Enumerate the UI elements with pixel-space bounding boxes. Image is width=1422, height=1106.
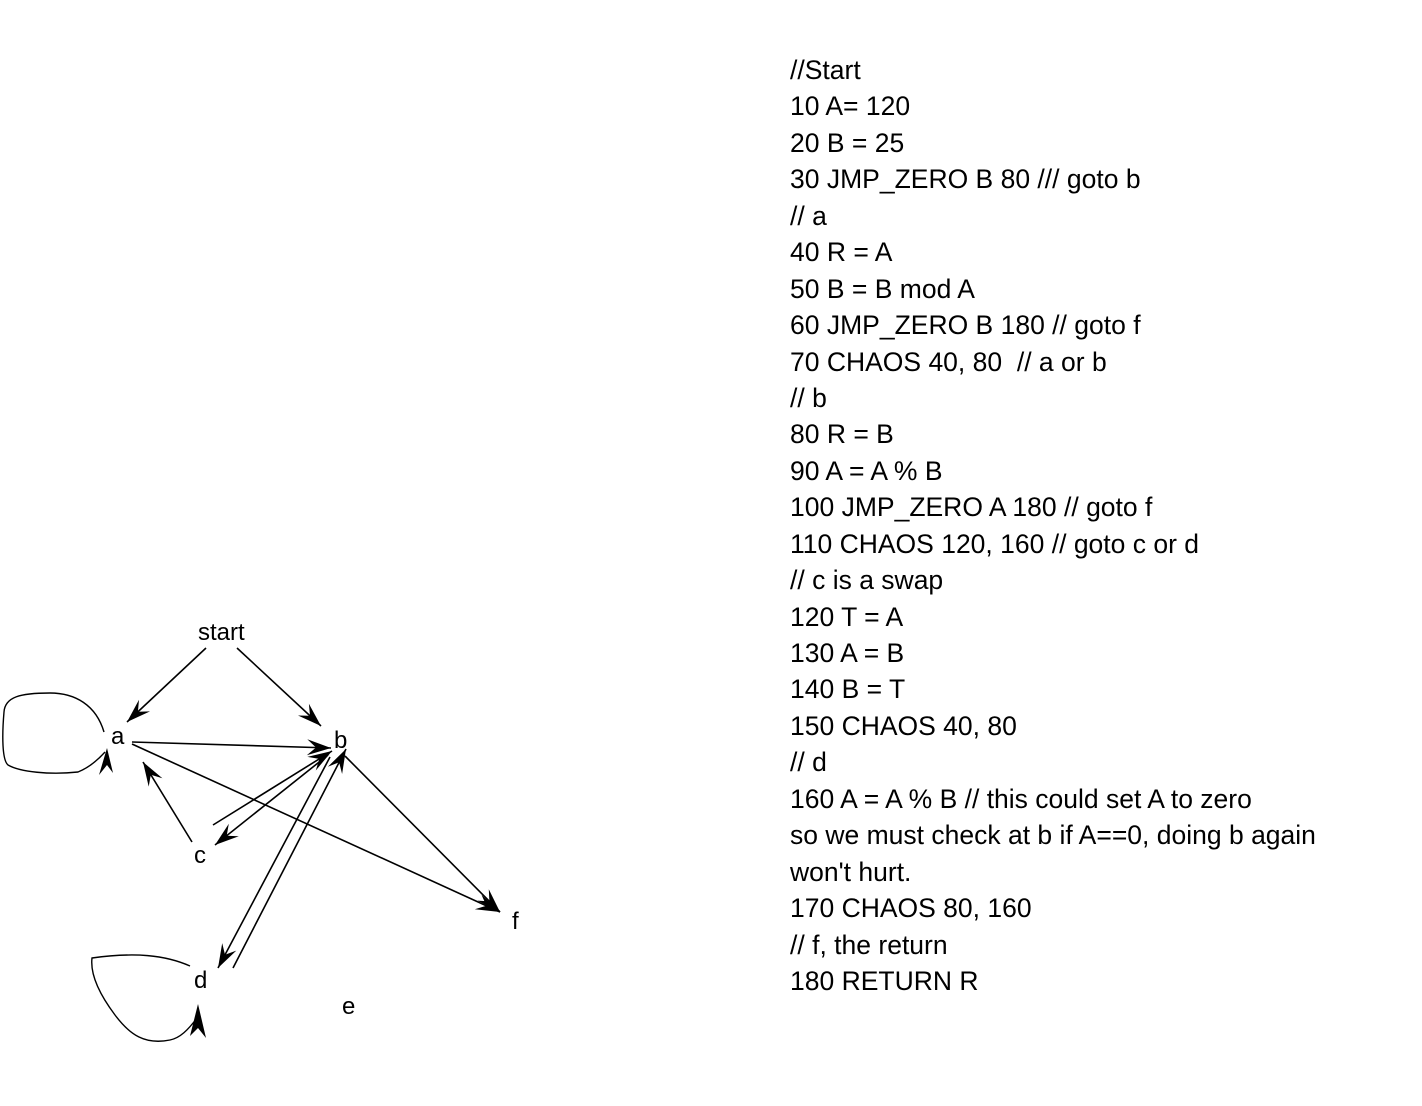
edge-start-b	[236, 647, 322, 727]
code-line: won't hurt.	[790, 856, 912, 887]
edge-arrowheads	[127, 699, 500, 968]
node-d: d	[194, 967, 207, 994]
edge-d-b	[232, 748, 347, 969]
edge-d-d-arrowhead	[190, 1004, 206, 1038]
code-line: 60 JMP_ZERO B 180 // goto f	[790, 310, 1141, 341]
code-line: 130 A = B	[790, 638, 905, 668]
node-f: f	[512, 908, 519, 935]
code-line: 170 CHAOS 80, 160	[790, 893, 1032, 924]
edge-d-d	[91, 954, 198, 1042]
edge-c-b-arrowhead	[307, 751, 332, 771]
code-line: 100 JMP_ZERO A 180 // goto f	[790, 492, 1153, 523]
code-line: // d	[790, 747, 827, 778]
edge-start-a-arrowhead	[127, 699, 150, 722]
code-line: 90 A = A % B	[790, 455, 943, 486]
edge-b-c-arrowhead	[215, 823, 239, 845]
edge-a-b-arrowhead	[306, 739, 331, 756]
node-start: start	[198, 619, 245, 646]
edge-c-b	[212, 750, 333, 826]
pseudocode-listing: //Start 10 A= 120 20 B = 25 30 JMP_ZERO B 8…	[790, 52, 1316, 999]
code-line: 110 CHAOS 120, 160 // goto c or d	[790, 528, 1200, 559]
edge-c-a-arrowhead	[143, 762, 163, 787]
code-line: 70 CHAOS 40, 80 // a or b	[790, 346, 1107, 377]
code-line: 180 RETURN R	[790, 965, 979, 996]
edge-start-b-arrowhead	[298, 703, 321, 726]
code-line: 120 T = A	[790, 601, 904, 632]
edge-start-a	[126, 647, 207, 723]
edge-b-f-arrowhead	[477, 889, 500, 912]
edge-c-a	[142, 761, 193, 843]
code-line: // b	[790, 382, 827, 413]
code-line: 10 A= 120	[790, 91, 911, 122]
code-line: 40 R = A	[790, 237, 893, 268]
code-line: 160 A = A % B // this could set A to zer…	[790, 783, 1252, 814]
code-line: //Start	[790, 55, 861, 85]
flow-graph: start a b c d e f	[2, 619, 519, 1042]
code-line: // c is a swap	[790, 565, 944, 596]
edge-a-f	[131, 743, 501, 913]
edge-d-b-arrowhead	[327, 749, 346, 774]
code-line: 150 CHAOS 40, 80	[790, 710, 1017, 741]
edge-b-d	[217, 756, 331, 969]
node-b: b	[334, 727, 347, 754]
edge-a-a-arrowhead	[99, 748, 113, 775]
node-e: e	[342, 993, 355, 1020]
edge-b-f	[344, 755, 501, 913]
edge-b-c	[214, 754, 329, 846]
code-line: // f, the return	[790, 929, 948, 960]
code-line: so we must check at b if A==0, doing b a…	[790, 820, 1316, 851]
code-line: 50 B = B mod A	[790, 273, 975, 304]
code-line: 140 B = T	[790, 674, 906, 705]
code-line: 30 JMP_ZERO B 80 /// goto b	[790, 164, 1141, 195]
code-line: 20 B = 25	[790, 127, 905, 158]
edge-a-b	[131, 741, 332, 749]
code-line: // a	[790, 200, 827, 231]
code-line: 80 R = B	[790, 419, 894, 450]
edge-b-d-arrowhead	[218, 943, 237, 968]
edge-a-a	[2, 692, 106, 774]
node-a: a	[111, 723, 125, 750]
node-c: c	[194, 842, 206, 869]
